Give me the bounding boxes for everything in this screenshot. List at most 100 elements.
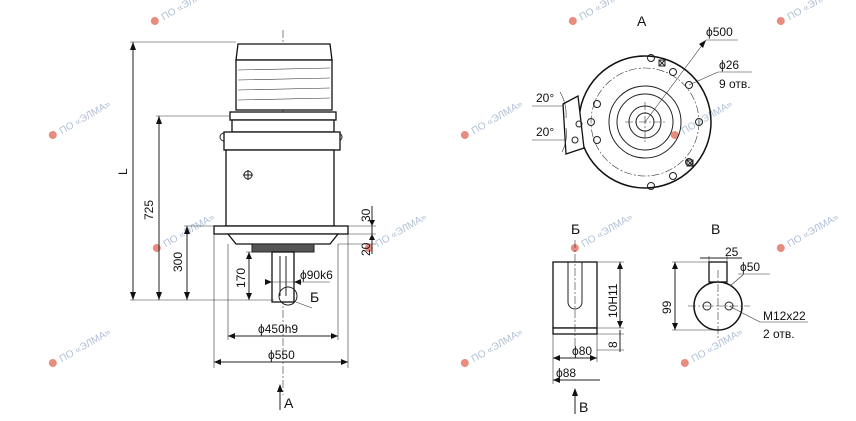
watermark-text: ПО «ЭЛМА» xyxy=(786,212,841,250)
output-shaft xyxy=(271,251,295,303)
view-V: В 25 ϕ50 99 xyxy=(660,221,808,341)
watermark-text: ПО «ЭЛМА» xyxy=(680,99,735,137)
watermark-text: ПО «ЭЛМА» xyxy=(580,212,635,250)
dim-flange-diameter: ϕ450h9 xyxy=(227,244,339,340)
dim-d500: ϕ500 xyxy=(644,25,738,123)
watermark-text: ПО «ЭЛМА» xyxy=(786,0,841,23)
view-arrow-V: B xyxy=(572,388,588,415)
bolt-hole xyxy=(685,81,693,89)
watermark-logo-icon xyxy=(680,359,689,367)
thread-hole xyxy=(724,301,734,311)
bolt-hole xyxy=(593,136,601,144)
dim-base-diameter: ϕ550 xyxy=(213,234,349,368)
bolt-hole xyxy=(695,118,703,126)
dim-300: 300 xyxy=(171,225,214,300)
view-arrow-A: A xyxy=(277,384,294,411)
angle-dim-top: 20° xyxy=(532,91,567,119)
watermark-text: ПО «ЭЛМА» xyxy=(160,0,215,23)
watermark-logo-icon xyxy=(568,17,577,25)
main-view: Б L 725 300 xyxy=(116,30,376,411)
motor-fins xyxy=(237,67,331,101)
view-A: A xyxy=(532,13,752,190)
dim-flange-thickness: 30 20 xyxy=(338,206,376,256)
watermark: ПО «ЭЛМА» xyxy=(150,0,215,25)
detail-callout-circle xyxy=(278,286,298,306)
dim-10h11: 10H11 xyxy=(597,261,624,329)
pilot-circle xyxy=(608,85,682,159)
view-B-title: Б xyxy=(571,221,580,237)
dim-d50-text: ϕ50 xyxy=(740,260,760,274)
watermark-text: ПО «ЭЛМА» xyxy=(58,99,113,137)
output-hub xyxy=(251,243,315,253)
bolt-hole xyxy=(647,54,655,62)
watermark-logo-icon xyxy=(364,244,373,252)
holes-count-text: 9 отв. xyxy=(719,77,751,91)
terminal-bolt xyxy=(571,136,579,144)
screw-icon xyxy=(686,159,694,167)
watermark: ПО «ЭЛМА» xyxy=(680,327,745,367)
dim-d88: ϕ88 xyxy=(553,366,600,383)
dim-d80: ϕ80 xyxy=(552,334,598,384)
watermark-logo-icon xyxy=(776,17,785,25)
watermark: ПО «ЭЛМА» xyxy=(460,99,525,139)
watermark-logo-icon xyxy=(670,131,679,139)
watermark-logo-icon xyxy=(460,359,469,367)
dim-d26-text: ϕ26 xyxy=(719,58,739,72)
watermark: ПО «ЭЛМА» xyxy=(776,212,841,252)
motor-flange xyxy=(229,111,337,121)
bolt-circle xyxy=(590,67,700,177)
dim-thread: M12x22 2 отв. xyxy=(728,305,808,341)
dim-d26: ϕ26 9 отв. xyxy=(688,58,752,91)
watermark: ПО «ЭЛМА» xyxy=(48,99,113,139)
watermark-text: ПО «ЭЛМА» xyxy=(58,327,113,365)
angle-dim-bottom: 20° xyxy=(532,125,567,153)
bolt-hole xyxy=(587,118,595,126)
thread-hole xyxy=(702,301,712,311)
gearbox-top-flange xyxy=(223,131,341,151)
view-B: Б 10H11 8 ϕ80 xyxy=(552,221,624,415)
watermark: ПО «ЭЛМА» xyxy=(48,327,113,367)
watermark-text: ПО «ЭЛМА» xyxy=(470,327,525,365)
dim-shaft-text: ϕ90k6 xyxy=(300,268,333,282)
angle-top-text: 20° xyxy=(536,91,554,105)
dim-170-text: 170 xyxy=(234,268,248,288)
angle-bottom-text: 20° xyxy=(536,125,554,139)
detail-callout-label: Б xyxy=(310,289,319,305)
bolt-hole xyxy=(669,172,677,180)
terminal-box xyxy=(562,94,585,155)
dim-300-text: 300 xyxy=(171,252,185,272)
watermark-logo-icon xyxy=(152,244,161,252)
watermark: ПО «ЭЛМА» xyxy=(568,0,633,25)
terminal-bolt xyxy=(575,120,583,128)
view-arrow-V-label: B xyxy=(579,399,588,415)
dim-d88-text: ϕ88 xyxy=(556,366,576,380)
dim-flange-text: ϕ450h9 xyxy=(258,322,298,336)
thread-holes-text: 2 отв. xyxy=(763,327,795,341)
watermark: ПО «ЭЛМА» xyxy=(776,0,841,25)
watermark-logo-icon xyxy=(460,131,469,139)
dim-d50: ϕ50 xyxy=(729,260,770,287)
dim-8-text: 8 xyxy=(606,341,620,348)
view-V-title: В xyxy=(711,221,720,237)
view-arrow-A-label: A xyxy=(284,395,294,411)
watermark-text: ПО «ЭЛМА» xyxy=(470,99,525,137)
dim-L: L xyxy=(116,41,274,301)
dim-99-text: 99 xyxy=(660,300,674,314)
watermark-text: ПО «ЭЛМА» xyxy=(578,0,633,23)
dim-d80-text: ϕ80 xyxy=(572,344,592,358)
dim-725-text: 725 xyxy=(142,200,156,220)
view-A-title: A xyxy=(637,13,647,29)
dim-170: 170 xyxy=(234,251,272,300)
dim-8: 8 xyxy=(597,330,624,352)
bolt-hole xyxy=(647,182,655,190)
watermark-layer: ПО «ЭЛМА» ПО «ЭЛМА» ПО «ЭЛМА» ПО «ЭЛМА» … xyxy=(48,0,841,367)
dim-shaft-diameter: ϕ90k6 xyxy=(265,268,333,285)
watermark-logo-icon xyxy=(776,244,785,252)
base-flange xyxy=(213,225,349,235)
detail-callout-leader xyxy=(295,301,313,309)
gearbox-housing xyxy=(225,149,335,227)
dim-25-text: 25 xyxy=(725,245,739,259)
dim-20-text: 20 xyxy=(359,242,373,256)
screw-icon xyxy=(658,59,666,67)
